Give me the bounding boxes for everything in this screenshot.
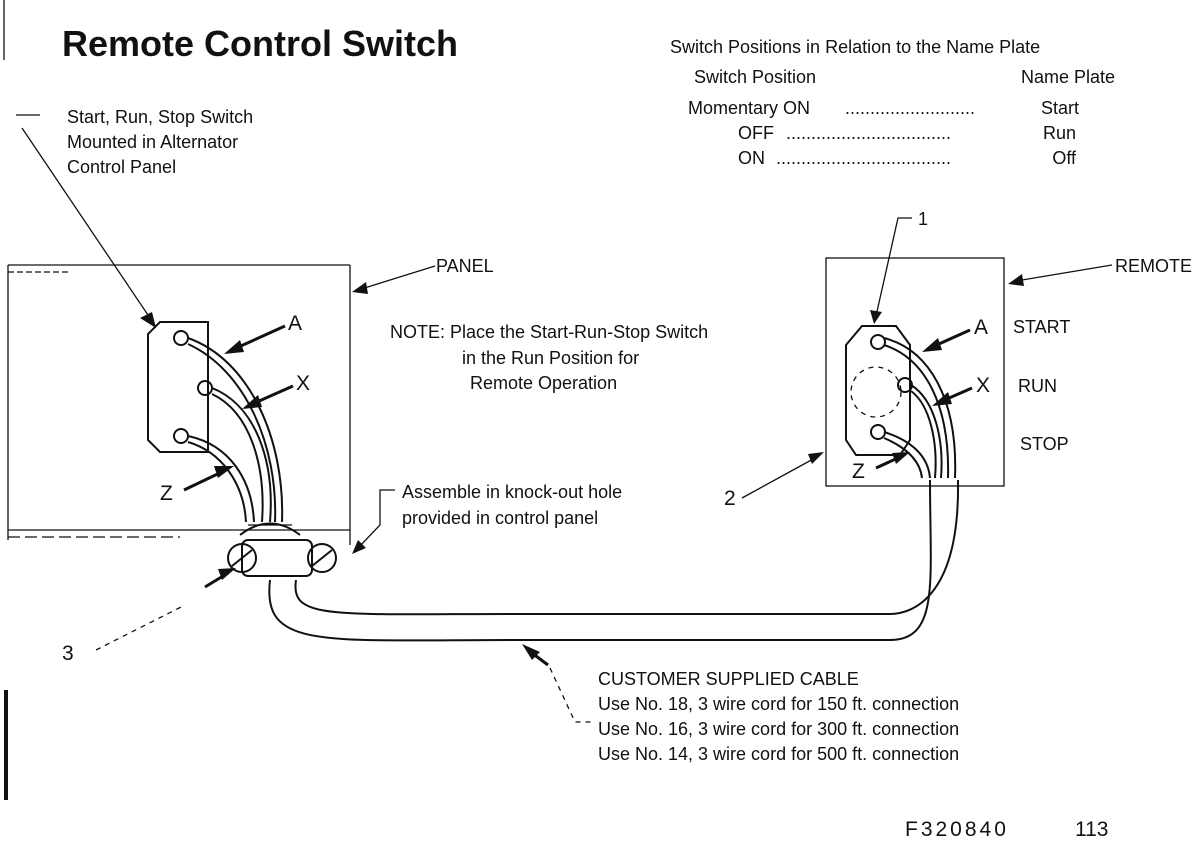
connector-nut: [239, 522, 301, 536]
panel-wire-x: [211, 387, 272, 523]
remote-terminal-z: [870, 424, 886, 440]
switch-positions-table: Switch Positions in Relation to the Name…: [670, 37, 1115, 168]
connector-screw-slot: [231, 549, 253, 567]
remote-wire-a: [883, 344, 950, 479]
remote-position-run: RUN: [1018, 376, 1057, 396]
remote-box: [825, 257, 1005, 487]
remote-wire-z: [883, 437, 923, 479]
cable-callout-leader: [549, 667, 592, 723]
cable-heading: CUSTOMER SUPPLIED CABLE: [598, 669, 859, 689]
arrowhead-icon: [242, 395, 262, 409]
panel-wire-z: [187, 435, 255, 523]
note-line: NOTE: Place the Start-Run-Stop Switch: [390, 322, 708, 342]
cable-spec-line: Use No. 16, 3 wire cord for 300 ft. conn…: [598, 719, 959, 739]
connector-screw-right: [307, 543, 337, 573]
remote-wire-a: [883, 337, 957, 479]
note: NOTE: Place the Start-Run-Stop Switch in…: [390, 322, 708, 393]
assemble-line: provided in control panel: [402, 508, 598, 528]
cable-spec-line: Use No. 18, 3 wire cord for 150 ft. conn…: [598, 694, 959, 714]
cable-outer: [268, 479, 932, 642]
assemble-leader: [357, 489, 395, 549]
arrowhead-icon: [870, 310, 882, 324]
arrowhead-icon: [224, 340, 244, 354]
arrowhead-icon: [352, 282, 368, 294]
panel-label: PANEL: [436, 256, 494, 276]
arrowhead-icon: [932, 392, 952, 406]
part-3-leader: [95, 604, 186, 651]
arrowhead-icon: [522, 644, 540, 660]
switch-row-plate: Run: [1043, 123, 1076, 143]
connector-screw-left: [227, 543, 257, 573]
arrowhead-icon: [892, 452, 910, 464]
remote-position-start: START: [1013, 317, 1070, 337]
remote-position-stop: STOP: [1020, 434, 1069, 454]
remote-station: REMOTE 1 A X Z START RUN STOP 2: [724, 209, 1192, 510]
panel-wire-a: [187, 343, 277, 523]
name-plate-column-header: Name Plate: [1021, 67, 1115, 87]
connector-screw-slot: [311, 549, 333, 567]
panel-wire-z: [187, 441, 247, 523]
part-2-leader: [741, 457, 816, 499]
note-line: in the Run Position for: [462, 348, 639, 368]
remote-terminal-a: [870, 334, 886, 350]
note-line: Remote Operation: [470, 373, 617, 393]
remote-wire-x: [910, 384, 943, 479]
switch-row-leader: .................................: [786, 123, 951, 143]
switch-callout: Start, Run, Stop Switch Mounted in Alter…: [16, 107, 253, 328]
cable-specifications: CUSTOMER SUPPLIED CABLE Use No. 18, 3 wi…: [598, 669, 959, 764]
remote-label: REMOTE: [1115, 256, 1192, 276]
switch-callout-line: Control Panel: [67, 157, 176, 177]
switch-callout-line: Start, Run, Stop Switch: [67, 107, 253, 127]
switch-row-leader: ...................................: [776, 148, 951, 168]
cable-inner: [294, 479, 960, 616]
panel-wire-x: [211, 393, 264, 523]
assemble-line: Assemble in knock-out hole: [402, 482, 622, 502]
panel-terminal-x: [197, 380, 213, 396]
panel-wire-z-label: Z: [160, 482, 173, 505]
remote-wire-x-label: X: [976, 374, 990, 397]
remote-wire-x: [910, 390, 937, 479]
diagram-title: Remote Control Switch: [62, 23, 458, 64]
part-label-1: 1: [918, 209, 928, 229]
switch-row-position: Momentary ON: [688, 98, 810, 118]
remote-wire-z-label: Z: [852, 460, 865, 483]
switch-callout-line: Mounted in Alternator: [67, 132, 238, 152]
page-code: 113: [1075, 818, 1108, 841]
switch-row-position: ON: [738, 148, 765, 168]
control-panel: PANEL A X Z: [7, 256, 494, 545]
panel-wire-a-label: A: [288, 312, 302, 335]
arrowhead-icon: [1008, 274, 1024, 286]
switch-row-position: OFF: [738, 123, 774, 143]
switch-row-leader: ..........................: [845, 98, 975, 118]
switch-table-heading: Switch Positions in Relation to the Name…: [670, 37, 1040, 57]
panel-wire-x-label: X: [296, 372, 310, 395]
remote-switch-dial: [850, 366, 902, 418]
remote-wire-z: [883, 431, 931, 479]
part-1-leader: [875, 217, 912, 317]
panel-terminal-z: [173, 428, 189, 444]
panel-switch-body: [147, 321, 209, 453]
cable-spec-line: Use No. 14, 3 wire cord for 500 ft. conn…: [598, 744, 959, 764]
arrowhead-icon: [808, 452, 824, 464]
part-label-2: 2: [724, 487, 736, 510]
arrowhead-icon: [218, 568, 236, 580]
figure-code: F320840: [905, 818, 1009, 841]
panel-terminal-a: [173, 330, 189, 346]
part-label-3: 3: [62, 642, 74, 665]
arrowhead-icon: [140, 312, 156, 328]
knockout-connector: Assemble in knock-out hole provided in c…: [204, 482, 622, 589]
panel-wire-a: [187, 337, 284, 523]
switch-callout-leader: [21, 127, 151, 319]
switch-row-plate: Off: [1052, 148, 1077, 168]
switch-row-plate: Start: [1041, 98, 1079, 118]
arrowhead-icon: [214, 466, 234, 478]
remote-wire-a-label: A: [974, 316, 988, 339]
connector-clamp: [241, 539, 313, 577]
arrowhead-icon: [922, 338, 942, 352]
switch-position-column-header: Switch Position: [694, 67, 816, 87]
arrowhead-icon: [352, 540, 366, 554]
remote-label-leader: [1015, 264, 1113, 282]
panel-label-leader: [357, 265, 436, 291]
